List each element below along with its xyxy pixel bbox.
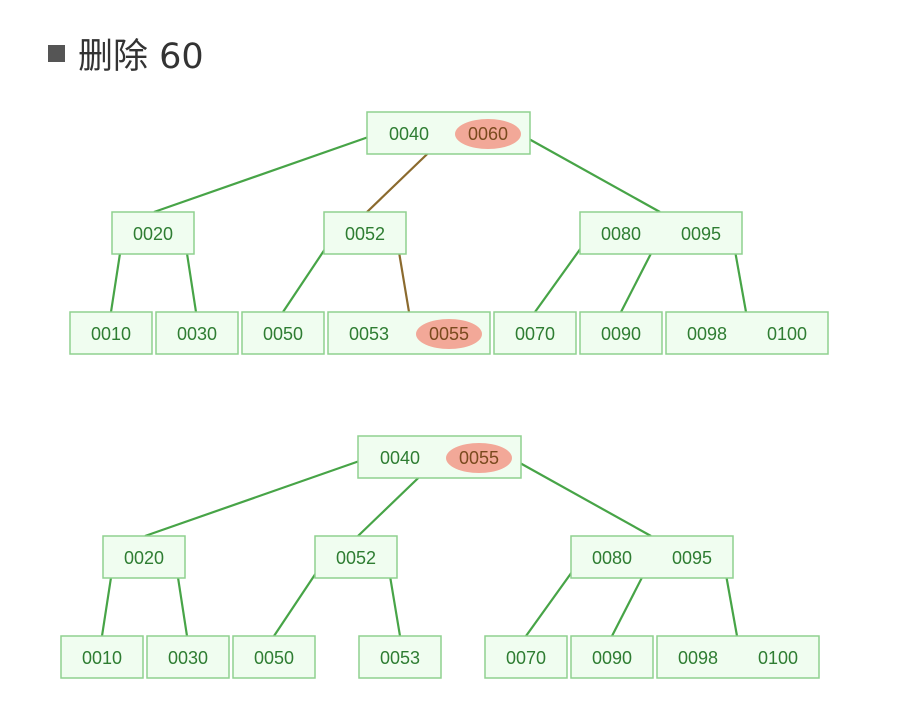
key-text: 0010 bbox=[91, 324, 131, 344]
key-text: 0098 bbox=[687, 324, 727, 344]
key-text: 0090 bbox=[592, 648, 632, 668]
highlight-oval bbox=[416, 319, 482, 349]
section-heading: 删除 60 bbox=[48, 28, 204, 78]
tree-before-node-0080-0095: 0080 0095 bbox=[579, 211, 743, 255]
tree-before-leaf-0053-0055: 0053 0055 bbox=[327, 311, 491, 355]
key-text: 0060 bbox=[468, 124, 508, 144]
key-text: 0030 bbox=[177, 324, 217, 344]
key-text: 0100 bbox=[767, 324, 807, 344]
tree-after-leaf-0098-0100: 0098 0100 bbox=[656, 635, 820, 679]
key-text: 0020 bbox=[133, 224, 173, 244]
tree-before-node-0020: 0020 bbox=[111, 211, 195, 255]
tree-before-leaf-0090: 0090 bbox=[579, 311, 663, 355]
highlight-oval bbox=[455, 119, 521, 149]
tree-before-node-0052: 0052 bbox=[323, 211, 407, 255]
key-text: 0030 bbox=[168, 648, 208, 668]
tree-after-leaf-0010: 0010 bbox=[60, 635, 144, 679]
tree-before-root-node: 0040 0060 bbox=[366, 111, 531, 155]
tree-before-leaf-0010: 0010 bbox=[69, 311, 153, 355]
key-text: 0070 bbox=[515, 324, 555, 344]
tree-before: 0040 0060 0020 0052 0080 0095 0010 0030 bbox=[69, 111, 829, 355]
tree-after-leaf-0053: 0053 bbox=[358, 635, 442, 679]
key-text: 0050 bbox=[254, 648, 294, 668]
key-text: 0040 bbox=[389, 124, 429, 144]
heading-text: 删除 60 bbox=[78, 36, 204, 77]
tree-after-leaf-0030: 0030 bbox=[146, 635, 230, 679]
key-text: 0010 bbox=[82, 648, 122, 668]
tree-after-node-0052: 0052 bbox=[314, 535, 398, 579]
edge-root-to-0080-0095 bbox=[510, 457, 652, 537]
key-text: 0050 bbox=[263, 324, 303, 344]
key-text: 0095 bbox=[681, 224, 721, 244]
key-text: 0090 bbox=[601, 324, 641, 344]
key-text: 0100 bbox=[758, 648, 798, 668]
tree-after-node-0080-0095: 0080 0095 bbox=[570, 535, 734, 579]
edge-root-to-0020 bbox=[153, 132, 378, 214]
tree-after-leaf-0070: 0070 bbox=[484, 635, 568, 679]
key-text: 0080 bbox=[601, 224, 641, 244]
key-text: 0052 bbox=[345, 224, 385, 244]
key-text: 0095 bbox=[672, 548, 712, 568]
key-text: 0055 bbox=[429, 324, 469, 344]
tree-before-leaf-0098-0100: 0098 0100 bbox=[665, 311, 829, 355]
key-text: 0070 bbox=[506, 648, 546, 668]
tree-before-leaf-0030: 0030 bbox=[155, 311, 239, 355]
key-text: 0052 bbox=[336, 548, 376, 568]
square-bullet-icon bbox=[48, 44, 65, 62]
tree-before-leaf-0050: 0050 bbox=[241, 311, 325, 355]
highlight-oval bbox=[446, 443, 512, 473]
tree-after-root-node: 0040 0055 bbox=[357, 435, 522, 479]
tree-after-edges bbox=[100, 456, 739, 637]
edge-root-to-0020 bbox=[144, 456, 369, 538]
key-text: 0020 bbox=[124, 548, 164, 568]
key-text: 0040 bbox=[380, 448, 420, 468]
tree-before-leaf-0070: 0070 bbox=[493, 311, 577, 355]
tree-after: 0040 0055 0020 0052 0080 0095 0010 0030 … bbox=[60, 435, 820, 679]
key-text: 0080 bbox=[592, 548, 632, 568]
tree-after-node-0020: 0020 bbox=[102, 535, 186, 579]
tree-after-leaf-0090: 0090 bbox=[570, 635, 654, 679]
tree-after-leaf-0050: 0050 bbox=[232, 635, 316, 679]
edge-root-to-0080-0095 bbox=[519, 133, 661, 213]
key-text: 0098 bbox=[678, 648, 718, 668]
key-text: 0053 bbox=[349, 324, 389, 344]
key-text: 0055 bbox=[459, 448, 499, 468]
key-text: 0053 bbox=[380, 648, 420, 668]
